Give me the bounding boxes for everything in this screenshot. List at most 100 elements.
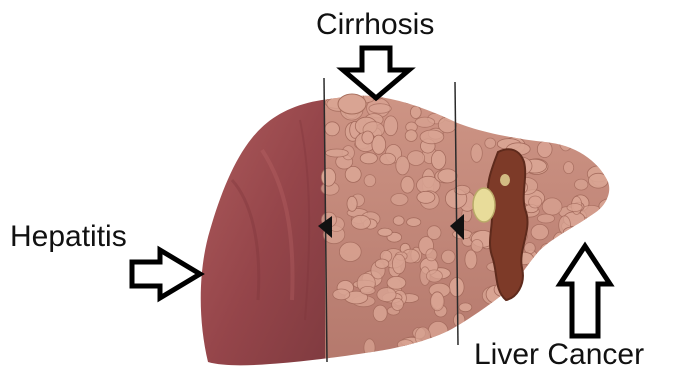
nodule [467, 99, 482, 109]
nodule [529, 196, 542, 208]
nodule [401, 87, 417, 104]
nodule [449, 92, 459, 105]
nodule [461, 108, 483, 123]
nodule [523, 94, 536, 103]
nodule [417, 191, 435, 203]
nodule [553, 232, 567, 250]
nodule [380, 153, 396, 165]
nodule [426, 249, 437, 261]
arrow-up-icon [560, 246, 610, 336]
nodule [321, 168, 335, 186]
nodule [595, 90, 611, 105]
nodule [397, 340, 413, 350]
nodule [564, 162, 574, 174]
nodule [401, 176, 414, 193]
nodule [572, 130, 582, 148]
liver-body [190, 80, 625, 374]
nodule [567, 204, 582, 212]
nodule [326, 149, 349, 157]
nodule [459, 303, 472, 312]
nodule [462, 102, 476, 116]
nodule [599, 206, 621, 221]
nodule [576, 229, 598, 240]
nodule [391, 194, 408, 206]
nodule [360, 286, 375, 294]
nodule [384, 116, 398, 136]
nodule [474, 104, 490, 114]
surface-nodule [338, 94, 366, 114]
nodule [426, 270, 442, 282]
nodule [600, 252, 613, 263]
nodule [378, 228, 392, 236]
nodule [438, 117, 456, 133]
nodule [410, 106, 421, 118]
nodule [586, 220, 604, 237]
nodule [515, 118, 535, 132]
nodule [554, 120, 568, 129]
nodule [599, 199, 622, 214]
nodule [442, 250, 456, 263]
nodule [448, 337, 461, 350]
arrow-down-icon [343, 48, 409, 98]
nodule [392, 254, 405, 274]
nodule [449, 91, 471, 110]
nodule [362, 131, 374, 144]
nodule [477, 319, 490, 332]
nodule [393, 216, 404, 225]
nodule [351, 215, 370, 229]
nodule [375, 259, 389, 268]
nodule [589, 129, 603, 139]
nodule [347, 196, 357, 211]
nodule [493, 114, 504, 132]
label-liver-cancer: Liver Cancer [474, 340, 644, 370]
nodule [490, 98, 509, 108]
nodule [369, 104, 391, 114]
nodule [546, 285, 567, 301]
nodule [387, 276, 406, 289]
nodule [459, 88, 471, 106]
nodule [601, 89, 612, 105]
tumor-cyst [473, 188, 495, 222]
nodule [575, 179, 588, 190]
nodule [542, 198, 562, 215]
nodule [333, 289, 350, 300]
nodule [364, 339, 375, 357]
nodule [577, 229, 601, 245]
nodule [563, 227, 580, 237]
nodule [407, 151, 424, 166]
nodule [603, 155, 614, 172]
nodule [537, 141, 552, 157]
nodule [415, 117, 435, 127]
nodule [588, 173, 608, 188]
nodule [520, 288, 540, 304]
arrow-right-icon [132, 250, 200, 298]
nodule [533, 283, 546, 293]
label-hepatitis: Hepatitis [10, 222, 127, 252]
nodule [533, 121, 547, 138]
nodule [364, 175, 376, 187]
nodule [428, 321, 448, 339]
nodule [589, 114, 604, 123]
nodule [396, 156, 410, 175]
nodule [461, 324, 480, 338]
nodule [420, 130, 444, 144]
nodule [495, 119, 509, 133]
nodule [522, 289, 535, 309]
nodule [372, 135, 386, 154]
nodule [485, 138, 496, 148]
label-cirrhosis: Cirrhosis [316, 10, 434, 40]
nodule [537, 214, 554, 223]
nodule [506, 114, 530, 132]
nodule [541, 244, 553, 255]
nodule [415, 327, 430, 346]
nodule [531, 224, 548, 239]
nodule [392, 298, 404, 310]
nodule [479, 95, 494, 107]
nodule [407, 218, 421, 227]
nodule [373, 305, 387, 321]
nodule [430, 292, 444, 311]
nodule [427, 226, 441, 240]
nodule [471, 144, 482, 162]
